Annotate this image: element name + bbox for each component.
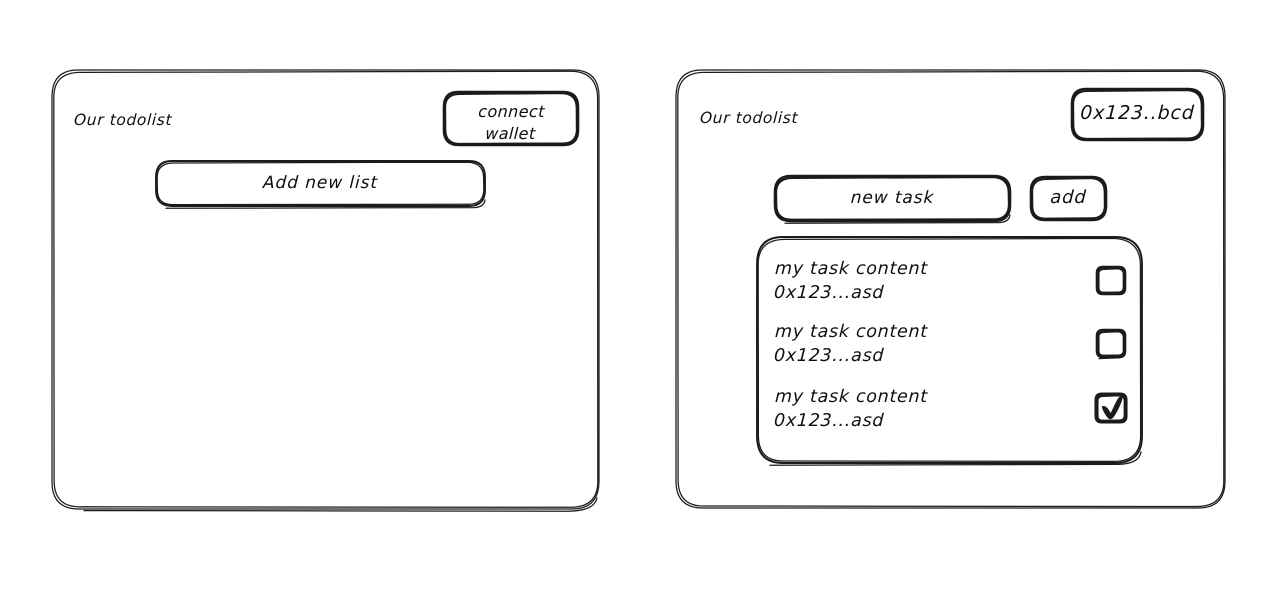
connect-wallet-button[interactable]: connect wallet [444, 92, 578, 145]
task-content: my task content [774, 322, 929, 342]
task-checkbox[interactable] [1097, 330, 1125, 357]
new-task-input[interactable]: new task [775, 176, 1010, 221]
wallet-address-label: 0x123..bcd [1079, 102, 1196, 124]
task-address: 0x123...asd [773, 346, 885, 366]
wallet-address-badge[interactable]: 0x123..bcd [1072, 89, 1203, 140]
connect-wallet-line1: connect [477, 102, 546, 121]
add-task-button[interactable]: add [1031, 177, 1106, 220]
task-address: 0x123...asd [773, 411, 885, 431]
add-new-list-button[interactable]: Add new list [156, 161, 485, 206]
task-list: my task content 0x123...asd my task cont… [757, 237, 1142, 463]
task-content: my task content [774, 259, 929, 279]
new-task-input-value: new task [850, 188, 935, 208]
task-checkbox[interactable] [1097, 267, 1125, 294]
right-panel-title: Our todolist [699, 109, 799, 127]
left-panel-title: Our todolist [73, 111, 173, 129]
task-row[interactable]: my task content 0x123...asd [757, 237, 1142, 303]
task-content: my task content [774, 387, 929, 407]
connect-wallet-line2: wallet [484, 123, 537, 143]
task-row[interactable]: my task content 0x123...asd [757, 365, 1142, 431]
task-checkbox-checked[interactable] [1096, 394, 1126, 423]
task-row[interactable]: my task content 0x123...asd [757, 300, 1142, 366]
add-new-list-label: Add new list [262, 173, 379, 193]
add-task-label: add [1049, 187, 1088, 208]
